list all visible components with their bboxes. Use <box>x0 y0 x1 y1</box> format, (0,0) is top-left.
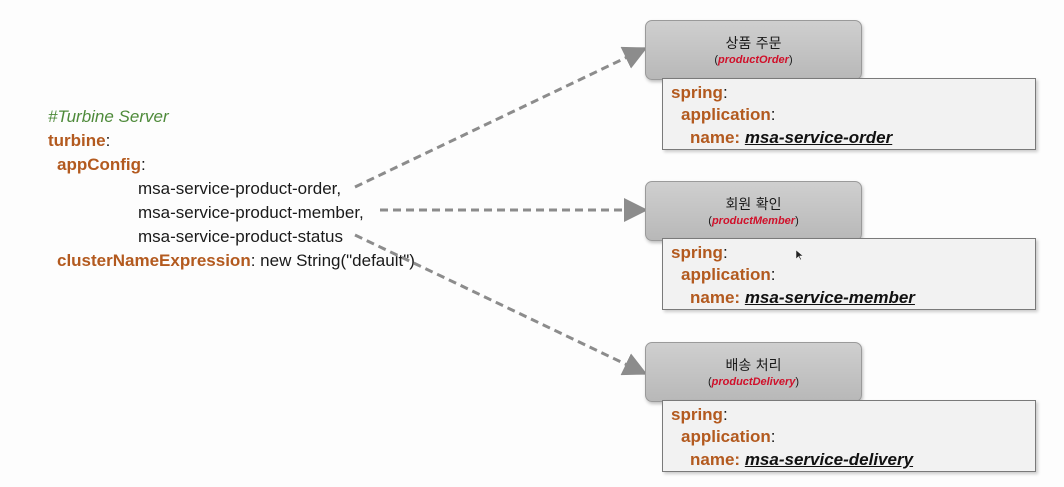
appconfig-key: appConfig <box>57 155 142 174</box>
name-key: name <box>690 128 735 147</box>
colon: : <box>141 155 146 174</box>
service-config-delivery: spring: application: name: msa-service-d… <box>662 400 1036 472</box>
name-key: name <box>690 288 735 307</box>
service-title: 회원 확인 <box>725 197 782 213</box>
service-config-member: spring: application: name: msa-service-m… <box>662 238 1036 310</box>
name-key: name <box>690 450 735 469</box>
appconfig-key-line: appConfig: <box>57 153 146 177</box>
service-header-order: 상품 주문 (productOrder) <box>645 20 862 80</box>
cluster-value: new String("default") <box>255 251 415 270</box>
service-id: productMember <box>711 215 796 227</box>
app-entry-order: msa-service-product-order, <box>138 179 342 198</box>
turbine-key: turbine <box>48 131 106 150</box>
name-value: msa-service-delivery <box>744 450 914 469</box>
service-id-wrapper: (productMember) <box>708 215 799 227</box>
application-key: application <box>681 427 771 446</box>
arrow-to-delivery <box>354 233 648 376</box>
service-id: productDelivery <box>711 376 796 388</box>
service-id: productOrder <box>718 54 789 66</box>
service-id-wrapper: (productDelivery) <box>707 376 800 388</box>
application-key: application <box>681 265 771 284</box>
service-header-member: 회원 확인 (productMember) <box>645 181 862 241</box>
cluster-line: clusterNameExpression: new String("defau… <box>57 249 415 273</box>
application-key: application <box>681 105 771 124</box>
service-id-wrapper: (productOrder) <box>714 54 793 66</box>
app-entry-member: msa-service-product-member, <box>138 203 364 222</box>
colon: : <box>250 251 256 270</box>
service-title: 배송 처리 <box>725 358 782 374</box>
name-value: msa-service-member <box>744 288 915 307</box>
turbine-key-line: turbine: <box>48 129 110 153</box>
app-entry-status: msa-service-product-status <box>138 227 344 246</box>
spring-key: spring <box>671 405 723 424</box>
colon: : <box>105 131 111 150</box>
cluster-key: clusterNameExpression <box>57 251 251 270</box>
service-title: 상품 주문 <box>725 36 782 52</box>
spring-key: spring <box>671 243 723 262</box>
service-config-order: spring: application: name: msa-service-o… <box>662 78 1036 150</box>
name-value: msa-service-order <box>744 128 893 147</box>
turbine-comment: #Turbine Server <box>48 107 169 126</box>
spring-key: spring <box>671 83 723 102</box>
arrow-to-order <box>354 46 648 189</box>
mouse-cursor-icon <box>796 250 804 260</box>
service-header-delivery: 배송 처리 (productDelivery) <box>645 342 862 402</box>
